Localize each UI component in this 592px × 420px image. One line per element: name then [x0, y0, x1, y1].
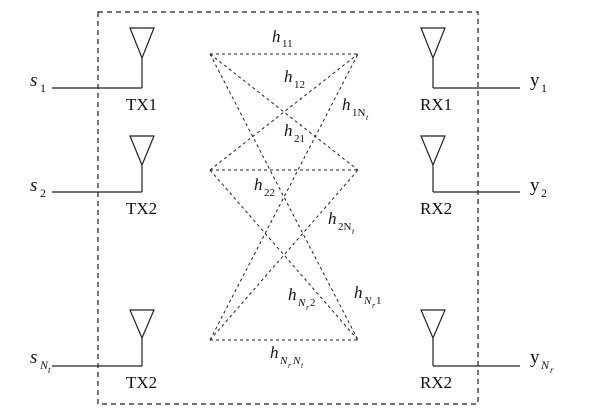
label-hnr1: h N r 1: [354, 283, 382, 310]
tx-label-nt: TX2: [126, 373, 157, 392]
output-nr-sub: N: [540, 358, 550, 372]
input-label-2: s 2: [30, 175, 46, 200]
input-1-sub: 1: [40, 81, 46, 95]
label-h1nt: h 1N t: [342, 95, 369, 122]
h2nt-subsub: t: [352, 227, 355, 236]
label-h22: h 22: [254, 175, 275, 199]
hnrnt-subsub2: t: [301, 361, 304, 370]
h21-base: h: [284, 121, 293, 140]
h1nt-sub: 1N: [352, 107, 366, 119]
input-2-base: s: [30, 175, 37, 196]
hnr1-base: h: [354, 283, 363, 302]
hnrnt-sub2: N: [292, 355, 301, 367]
input-label-1: s 1: [30, 70, 46, 95]
h21-sub: 21: [294, 133, 305, 145]
hnrnt-subsub: r: [288, 361, 292, 370]
output-nr-base: y: [530, 347, 540, 368]
h22-sub: 22: [264, 187, 275, 199]
output-label-2: y 2: [530, 175, 547, 200]
h11-base: h: [272, 27, 281, 46]
label-h21: h 21: [284, 121, 305, 145]
path-h12: [209, 53, 359, 171]
path-h2nt: [209, 169, 359, 341]
tx-antenna-nt: [52, 309, 155, 367]
hnr2-subsub: r: [306, 303, 310, 312]
tx-antenna-1: [52, 27, 155, 89]
rx-label-2: RX2: [420, 199, 452, 218]
label-h12: h 12: [284, 67, 305, 91]
tx-antenna-2: [52, 135, 155, 193]
path-h21: [209, 53, 359, 171]
output-2-sub: 2: [541, 186, 547, 200]
hnr1-subtail: 1: [376, 295, 382, 307]
label-hnrnt: h N r N t: [270, 343, 304, 370]
input-nt-sub: N: [39, 358, 49, 372]
hnr2-subtail: 2: [310, 297, 316, 309]
rx-antenna-2: [420, 135, 520, 193]
rx-label-1: RX1: [420, 95, 452, 114]
h2nt-base: h: [328, 209, 337, 228]
input-nt-base: s: [30, 347, 37, 368]
channel-paths: [209, 53, 359, 341]
rx-antenna-nr: [420, 309, 520, 367]
h12-base: h: [284, 67, 293, 86]
output-label-1: y 1: [530, 70, 547, 95]
hnrnt-base: h: [270, 343, 279, 362]
input-label-nt: s N t: [30, 347, 51, 375]
path-hnr2: [209, 169, 359, 341]
hnr1-subsub: r: [372, 301, 376, 310]
h22-base: h: [254, 175, 263, 194]
hnr2-sub: N: [297, 297, 306, 309]
output-label-nr: y N r: [530, 347, 554, 375]
output-2-base: y: [530, 175, 540, 196]
h2nt-sub: 2N: [338, 221, 352, 233]
h11-sub: 11: [282, 38, 293, 50]
tx-label-1: TX1: [126, 95, 157, 114]
label-h2nt: h 2N t: [328, 209, 355, 236]
input-nt-subsub: t: [48, 365, 51, 375]
input-2-sub: 2: [40, 186, 46, 200]
h12-sub: 12: [294, 79, 305, 91]
output-nr-subsub: r: [550, 365, 554, 375]
hnr1-sub: N: [363, 295, 372, 307]
tx-label-2: TX2: [126, 199, 157, 218]
output-1-sub: 1: [541, 81, 547, 95]
hnr2-base: h: [288, 285, 297, 304]
output-1-base: y: [530, 70, 540, 91]
label-hnr2: h N r 2: [288, 285, 316, 312]
h1nt-subsub: t: [366, 113, 369, 122]
label-h11: h 11: [272, 27, 293, 50]
input-1-base: s: [30, 70, 37, 91]
system-boundary: [97, 11, 479, 405]
rx-antenna-1: [420, 27, 520, 89]
rx-label-nr: RX2: [420, 373, 452, 392]
hnrnt-sub: N: [279, 355, 288, 367]
h1nt-base: h: [342, 95, 351, 114]
